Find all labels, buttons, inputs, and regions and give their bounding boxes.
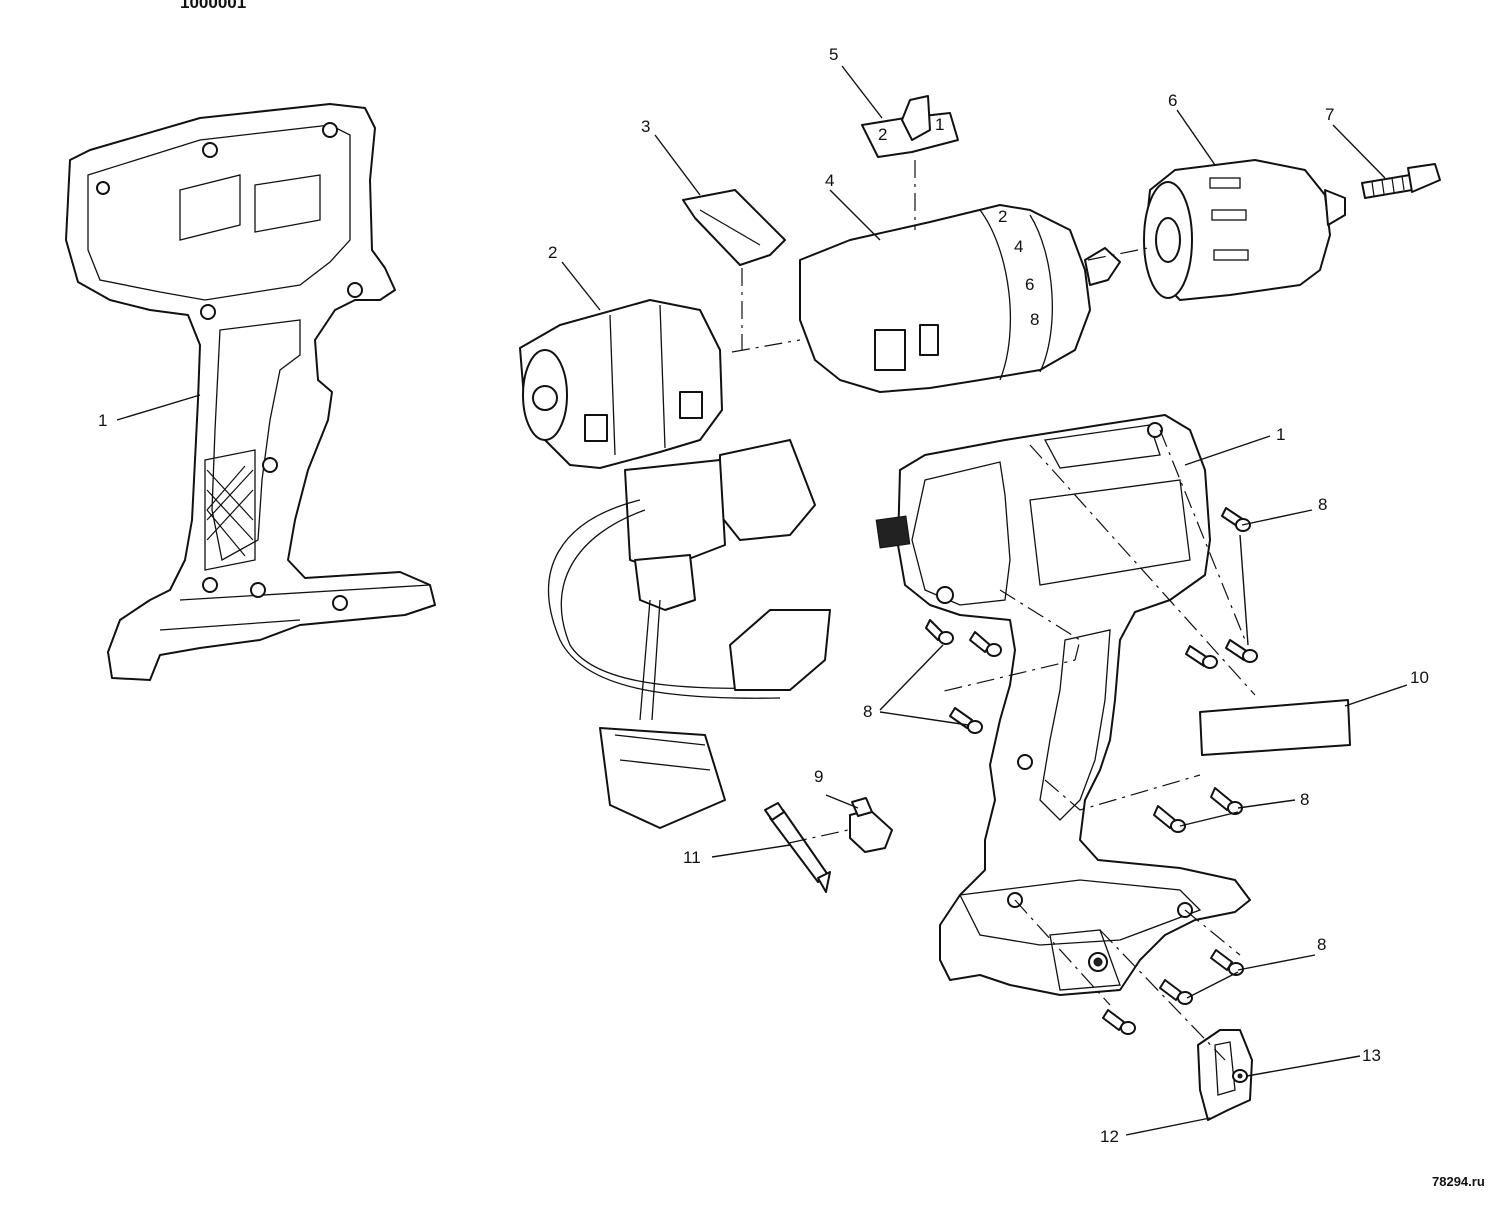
speed-selector-label-2: 2 [878,125,887,144]
model-number-header: 1000001 [180,0,246,12]
callout-1-right: 1 [1276,425,1285,444]
callout-3: 3 [641,117,650,136]
callout-numbers: 1 2 3 4 5 6 7 1 8 8 10 8 9 11 8 13 12 [98,45,1429,1146]
callout-10: 10 [1410,668,1429,687]
gearbox-assembly-part: 2 4 6 8 [799,204,1121,393]
belt-clip-screw-part [1232,1069,1248,1083]
screw [969,631,1002,657]
clutch-number-4: 4 [1014,237,1023,256]
speed-selector-part: 2 1 [861,95,959,158]
screw [949,707,983,734]
screw [1102,1009,1136,1035]
ventilation-grille [206,465,254,557]
screw [1185,645,1218,669]
bit-holder-clip-part [849,797,893,853]
label-part [1199,699,1351,756]
pad-part [682,189,786,266]
callout-8-left: 8 [863,702,872,721]
callout-8-middle-right: 8 [1300,790,1309,809]
screw [1153,805,1186,833]
screw [925,619,954,645]
callout-2: 2 [548,243,557,262]
housing-half-left-part [65,103,436,681]
callout-11: 11 [683,848,701,867]
callout-12: 12 [1100,1127,1119,1146]
callout-1-left: 1 [98,411,107,430]
callout-8-lower-right: 8 [1317,935,1326,954]
callout-6: 6 [1168,91,1177,110]
belt-clip-part [1197,1029,1253,1121]
callout-7: 7 [1325,105,1334,124]
screws-part [925,507,1258,1035]
leader-lines [116,65,1408,1136]
callout-4: 4 [825,171,834,190]
assembly-axis-lines [731,160,1256,1061]
screw [1210,787,1243,815]
screw [1225,639,1258,663]
keyless-chuck-part [1143,159,1346,301]
screw [1210,949,1244,976]
clutch-number-6: 6 [1025,275,1034,294]
screw [1159,979,1193,1005]
screw [1221,507,1251,532]
clutch-number-8: 8 [1030,310,1039,329]
callout-5: 5 [829,45,838,64]
double-ended-bit-part [764,802,831,893]
callout-8-upper-right: 8 [1318,495,1327,514]
housing-assembled-part [875,414,1251,996]
speed-selector-label-1: 1 [935,115,944,134]
chuck-screw-part [1361,163,1441,199]
watermark-text: 78294.ru [1432,1174,1485,1189]
motor-switch-assembly-part [519,299,831,829]
callout-9: 9 [814,767,823,786]
callout-13: 13 [1362,1046,1381,1065]
clutch-number-2: 2 [998,207,1007,226]
